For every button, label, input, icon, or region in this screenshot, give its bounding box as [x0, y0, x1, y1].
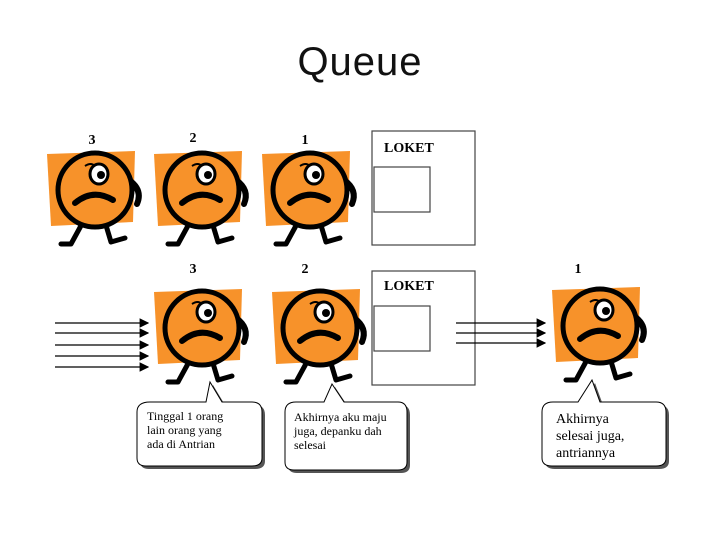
head	[280, 288, 360, 368]
top-label-2: 2	[190, 131, 197, 146]
top-label-3: 3	[89, 133, 96, 148]
frown-mouth	[577, 327, 621, 342]
bubble-3-line-3: antriannya	[556, 446, 616, 461]
bottom-person-3	[154, 288, 249, 385]
bottom-person-1	[552, 286, 647, 383]
frown-mouth	[297, 329, 341, 344]
speech-bubble-1: Tinggal 1 orang lain orang yang ada di A…	[136, 380, 265, 469]
head	[162, 150, 242, 230]
pupil	[97, 171, 105, 179]
right-leg	[327, 357, 353, 383]
bottom-person-2	[272, 288, 367, 385]
left-leg	[58, 219, 86, 247]
frown-mouth	[179, 191, 223, 206]
incoming-arrows	[55, 318, 150, 372]
right-leg	[209, 219, 235, 245]
top-person-2	[154, 150, 249, 247]
page-title: Queue	[297, 40, 423, 84]
bottom-counter-window	[373, 305, 431, 352]
left-leg	[165, 357, 193, 385]
right-leg	[102, 219, 128, 245]
bottom-label-1: 1	[575, 262, 582, 277]
bubble-2-line-2: juga, depanku dah	[293, 424, 382, 438]
head	[55, 150, 135, 230]
left-leg	[563, 355, 591, 383]
top-person-3	[47, 150, 142, 247]
top-label-1: 1	[302, 133, 309, 148]
bubble-1-line-2: lain orang yang	[147, 423, 222, 437]
outgoing-arrows	[456, 318, 547, 348]
speech-bubble-2: Akhirnya aku maju juga, depanku dah sele…	[284, 382, 410, 473]
speech-bubble-3: Akhirnya selesai juga, antriannya	[541, 378, 669, 469]
frown-mouth	[287, 191, 331, 206]
left-leg	[283, 357, 311, 385]
top-counter-window	[373, 166, 431, 213]
eyebrow	[84, 163, 96, 167]
pupil	[204, 171, 212, 179]
bubble-2-line-3: selesai	[294, 438, 327, 452]
bottom-label-2: 2	[302, 262, 309, 277]
frown-mouth	[72, 191, 116, 206]
bottom-label-3: 3	[190, 262, 197, 277]
left-leg	[273, 219, 301, 247]
top-counter-label: LOKET	[384, 141, 434, 156]
eyebrow	[191, 163, 203, 167]
pupil	[322, 309, 330, 317]
top-person-1	[262, 150, 357, 247]
head	[270, 150, 350, 230]
bubble-2-line-1: Akhirnya aku maju	[294, 410, 387, 424]
pupil	[204, 309, 212, 317]
left-leg	[165, 219, 193, 247]
head	[162, 288, 242, 368]
bubble-3-line-1: Akhirnya	[556, 412, 610, 427]
frown-mouth	[179, 329, 223, 344]
eyebrow	[299, 163, 311, 167]
pupil	[312, 171, 320, 179]
right-leg	[209, 357, 235, 383]
eyebrow	[589, 299, 601, 303]
bubble-3-line-2: selesai juga,	[556, 429, 624, 444]
bubble-1-line-1: Tinggal 1 orang	[147, 409, 223, 423]
bottom-counter-label: LOKET	[384, 279, 434, 294]
right-leg	[317, 219, 343, 245]
pupil	[602, 307, 610, 315]
eyebrow	[309, 301, 321, 305]
eyebrow	[191, 301, 203, 305]
bubble-1-line-3: ada di Antrian	[147, 437, 215, 451]
right-leg	[607, 355, 633, 381]
head	[560, 286, 640, 366]
